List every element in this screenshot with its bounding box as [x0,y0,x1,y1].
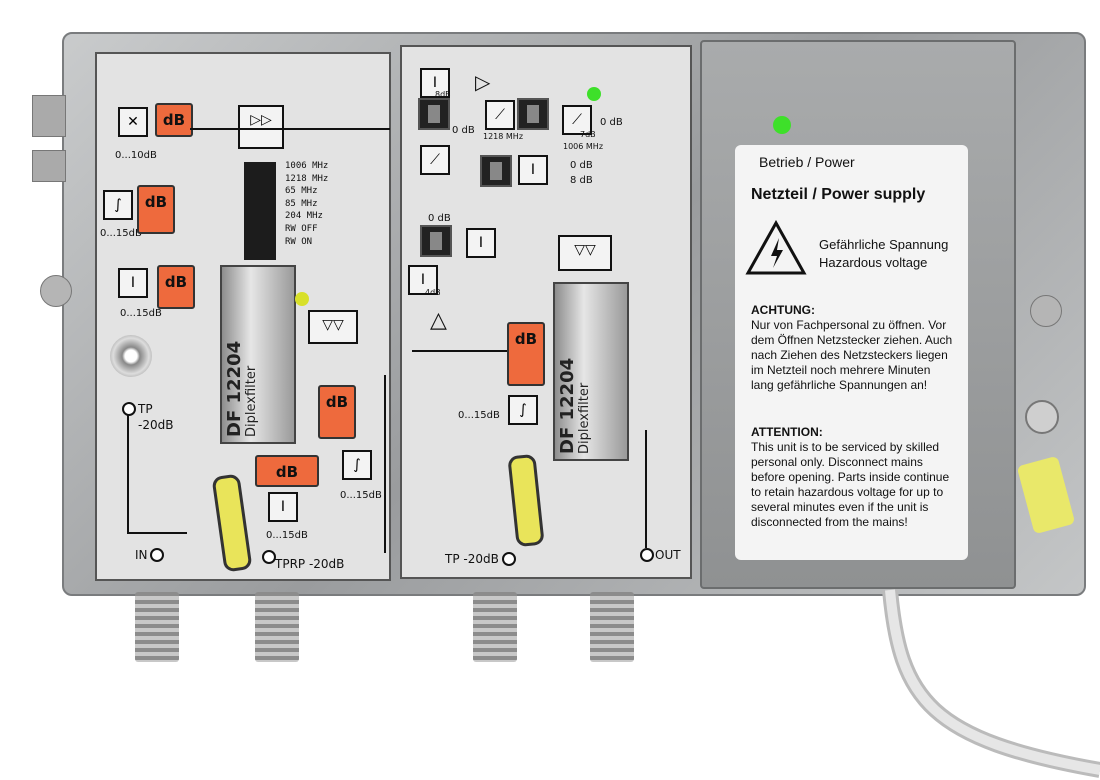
attenuator-icon: I [518,155,548,185]
attenuator-icon: I [466,228,496,258]
att5-range: 0...15dB [266,530,308,541]
switch-option: 1218 MHz [285,173,329,184]
att-value: 8dB [435,90,451,99]
switch-value: 0 dB [570,160,593,171]
betrieb-label: Betrieb / Power [759,154,855,170]
status-led [587,87,601,101]
attenuator-plugin[interactable]: dB [507,322,545,386]
slope-icon: ⟋ [420,145,450,175]
jumper-switch[interactable] [418,98,450,130]
achtung-text: Nur von Fachpersonal zu öffnen. Vor dem … [751,318,953,392]
tp-rp-jack [262,550,276,564]
attenuator-icon: I [268,492,298,522]
f-connector-tp-rp[interactable] [255,592,299,662]
attenuator-plugin[interactable]: dB [157,265,195,309]
att1-range: 0...10dB [115,150,157,161]
att-range: 0...15dB [458,410,500,421]
in-label: IN [135,548,148,562]
mains-cable [882,589,1100,778]
tp-rp-label: TPRP -20dB [275,557,345,571]
warning-de: Gefährliche Spannung [819,237,949,252]
f-connector-out[interactable] [590,592,634,662]
in-jack [150,548,164,562]
tp-jack [502,552,516,566]
attenuator-icon: I [408,265,438,295]
freq-label: 1006 MHz [563,142,604,151]
mounting-ear [40,275,72,307]
test-port-f-connector[interactable] [110,335,152,377]
equalizer-plugin[interactable]: dB [137,185,175,234]
jumper-switch[interactable] [480,155,512,187]
filter-subtitle: Diplexfilter [244,365,259,437]
power-supply-title: Netzteil / Power supply [751,186,926,203]
switch-value: 0 dB [600,117,623,128]
filter-subtitle: Diplexfilter [577,382,592,454]
amplifier-icon: ▽▽ [558,235,612,271]
switch-value: 0 dB [452,125,475,136]
status-led [295,292,309,306]
attenuator-plugin[interactable]: dB [255,455,319,487]
equalizer-icon: ∫ [508,395,538,425]
switch-option: RW ON [285,236,313,247]
att4-range: 0...15dB [340,490,382,501]
jumper-switch[interactable] [420,225,452,257]
switch-option: 85 MHz [285,198,318,209]
jumper-switch[interactable] [517,98,549,130]
middle-module-panel [400,45,692,579]
attenuator-plugin[interactable]: dB [155,103,193,137]
ground-screw [1025,400,1059,434]
freq-label: 1218 MHz [483,132,524,141]
diplex-filter: DF 12204 Diplexfilter [553,282,629,461]
att2-range: 0...15dB [100,228,142,239]
attenuator-icon: I [420,68,450,98]
switch-option: 204 MHz [285,211,323,222]
equalizer-icon: ∫ [342,450,372,480]
switch-option: RW OFF [285,223,318,234]
equalizer-icon: ∫ [103,190,133,220]
switch-value: 8 dB [570,175,593,186]
tp-label: TP [138,402,153,416]
mounting-tab [32,95,66,137]
tp-level: -20dB [138,418,174,432]
amplifier-icon: ▷ [475,70,491,94]
filter-name: DF 12204 [557,357,578,454]
power-supply-label: Betrieb / Power Netzteil / Power supply … [735,145,968,560]
slope-icon: ⟋ [485,100,515,130]
mounting-ear [1030,295,1062,327]
attenuator-icon: I [118,268,148,298]
attention-text: This unit is to be serviced by skilled p… [751,440,950,529]
diplex-filter: DF 12204 Diplexfilter [220,265,296,444]
f-connector-tp[interactable] [473,592,517,662]
tp-label: TP -20dB [445,552,499,566]
amplifier-icon: ▽▽ [308,310,358,344]
amplifier-icon: △ [430,308,447,333]
power-led [773,116,791,134]
achtung-heading: ACHTUNG: [751,303,815,317]
return-path-switch[interactable] [244,162,276,260]
att3-range: 0...15dB [120,308,162,319]
filter-name: DF 12204 [224,340,245,437]
amplifier-icon: ▷▷ [238,105,284,149]
high-voltage-warning-icon [745,220,807,275]
attention-heading: ATTENTION: [751,425,823,439]
out-jack [640,548,654,562]
tp-jack [122,402,136,416]
mounting-tab [32,150,66,182]
f-connector-in[interactable] [135,592,179,662]
attenuator-plugin[interactable]: dB [318,385,356,439]
slope-icon: ⟋ [562,105,592,135]
slope-icon: ✕ [118,107,148,137]
att-value: 4dB [425,288,441,297]
warning-en: Hazardous voltage [819,255,928,270]
switch-value: 0 dB [428,213,451,224]
out-label: OUT [655,548,681,562]
switch-option: 65 MHz [285,186,318,197]
att-value: 7dB [580,130,596,139]
switch-option: 1006 MHz [285,161,329,171]
